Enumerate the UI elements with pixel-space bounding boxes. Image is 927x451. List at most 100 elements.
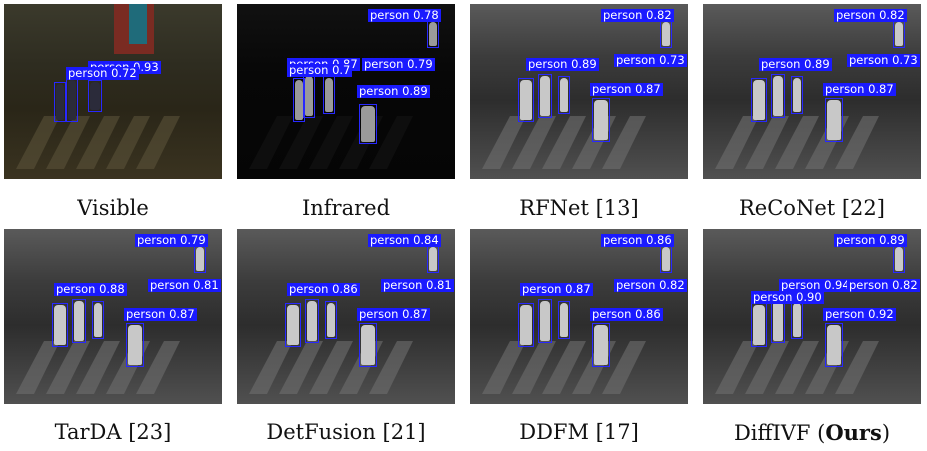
detection-label: person 0.82 (834, 8, 907, 22)
detection-box (66, 78, 78, 122)
pedestrian (361, 325, 375, 365)
pedestrian (128, 325, 142, 365)
detection-box (194, 245, 206, 273)
pedestrian (520, 80, 532, 120)
crosswalk-stripe (309, 341, 353, 394)
detection-box (771, 299, 785, 343)
detection-box (791, 76, 803, 114)
pedestrian (540, 76, 550, 116)
panel-caption: RFNet [13] (463, 196, 695, 220)
crosswalk-stripe (835, 116, 879, 169)
crosswalk-stripe (369, 341, 413, 394)
detection-box (72, 299, 86, 343)
detection-box (791, 301, 803, 339)
crosswalk-stripes (16, 4, 180, 169)
crosswalk-stripe (279, 341, 323, 394)
detection-box (825, 98, 843, 142)
detection-label: person 0.78 (368, 8, 441, 22)
crosswalk-stripe (602, 116, 646, 169)
crosswalk-stripe (512, 341, 556, 394)
crosswalk-stripe (775, 116, 819, 169)
crosswalk-stripe (482, 341, 526, 394)
pedestrian (54, 305, 66, 345)
detection-box (126, 323, 144, 367)
crosswalk-stripe (16, 116, 60, 169)
pedestrian (753, 305, 765, 345)
pedestrian (560, 303, 568, 337)
crosswalk-stripe (512, 116, 556, 169)
detection-label: person 0.84 (368, 233, 441, 247)
crosswalk-stripe (715, 341, 759, 394)
detection-box (518, 78, 534, 122)
crosswalk-stripe (835, 341, 879, 394)
pedestrian (662, 22, 670, 46)
crosswalk-stripe (46, 116, 90, 169)
crosswalk-stripe (249, 116, 293, 169)
pedestrian (895, 247, 903, 271)
detection-box (538, 74, 552, 118)
detection-label: person 0.86 (287, 282, 360, 296)
crosswalk-stripe (46, 341, 90, 394)
pedestrian (327, 303, 335, 337)
storefront-sign (129, 4, 147, 44)
pedestrian (827, 100, 841, 140)
crosswalk-stripe (76, 116, 120, 169)
detection-box (285, 303, 301, 347)
detection-label: person 0.90 (751, 290, 824, 304)
pedestrian (56, 84, 64, 120)
pedestrian (429, 247, 437, 271)
pedestrian (520, 305, 532, 345)
detection-label: person 0.73 (847, 53, 920, 67)
detection-label: person 0.73 (614, 53, 687, 67)
panel-caption: DDFM [17] (463, 420, 695, 444)
detection-label: person 0.82 (614, 278, 687, 292)
detection-box (592, 98, 610, 142)
detection-label: person 0.87 (357, 307, 430, 321)
caption-text: DiffIVF (733, 421, 811, 445)
caption-emphasis: Ours (825, 420, 882, 445)
pedestrian (325, 78, 333, 112)
crosswalk-stripe (369, 116, 413, 169)
panel-caption: Infrared (230, 196, 462, 220)
caption-text: ReCoNet [22] (739, 196, 885, 220)
pedestrian (196, 247, 204, 271)
pedestrian (429, 22, 437, 46)
detection-label: person 0.88 (54, 282, 127, 296)
detection-box (558, 301, 570, 339)
crosswalk-stripes (16, 341, 180, 394)
detection-box (325, 301, 337, 339)
detection-box (92, 301, 104, 339)
crosswalk-stripe (542, 116, 586, 169)
pedestrian (793, 303, 801, 337)
detection-label: person 0.89 (834, 233, 907, 247)
pedestrian (361, 106, 375, 142)
pedestrian (560, 78, 568, 112)
detection-box (751, 78, 767, 122)
crosswalk-stripe (16, 341, 60, 394)
detection-box (427, 245, 439, 273)
detection-box (293, 78, 305, 122)
detection-panel: person 0.84 person 0.86 person 0.81 person … (237, 229, 455, 404)
caption-text: Infrared (301, 196, 391, 220)
detection-label: person 0.79 (362, 57, 435, 71)
detection-label: person 0.81 (381, 278, 454, 292)
detection-box (660, 245, 672, 273)
detection-box (303, 74, 315, 118)
detection-label: person 0.79 (135, 233, 208, 247)
pedestrian (68, 80, 76, 120)
pedestrian (94, 303, 102, 337)
detection-label: person 0.72 (66, 66, 139, 80)
pedestrian (793, 78, 801, 112)
detection-box (825, 323, 843, 367)
crosswalk-stripe (136, 116, 180, 169)
caption-text: DetFusion [21] (266, 420, 426, 444)
pedestrian (295, 80, 303, 120)
detection-box (660, 20, 672, 48)
pedestrian (540, 301, 550, 341)
panel-caption: DetFusion [21] (230, 420, 462, 444)
panel-caption: Visible (0, 196, 229, 220)
detection-label: person 0.92 (823, 307, 896, 321)
detection-label: person 0.87 (124, 307, 197, 321)
